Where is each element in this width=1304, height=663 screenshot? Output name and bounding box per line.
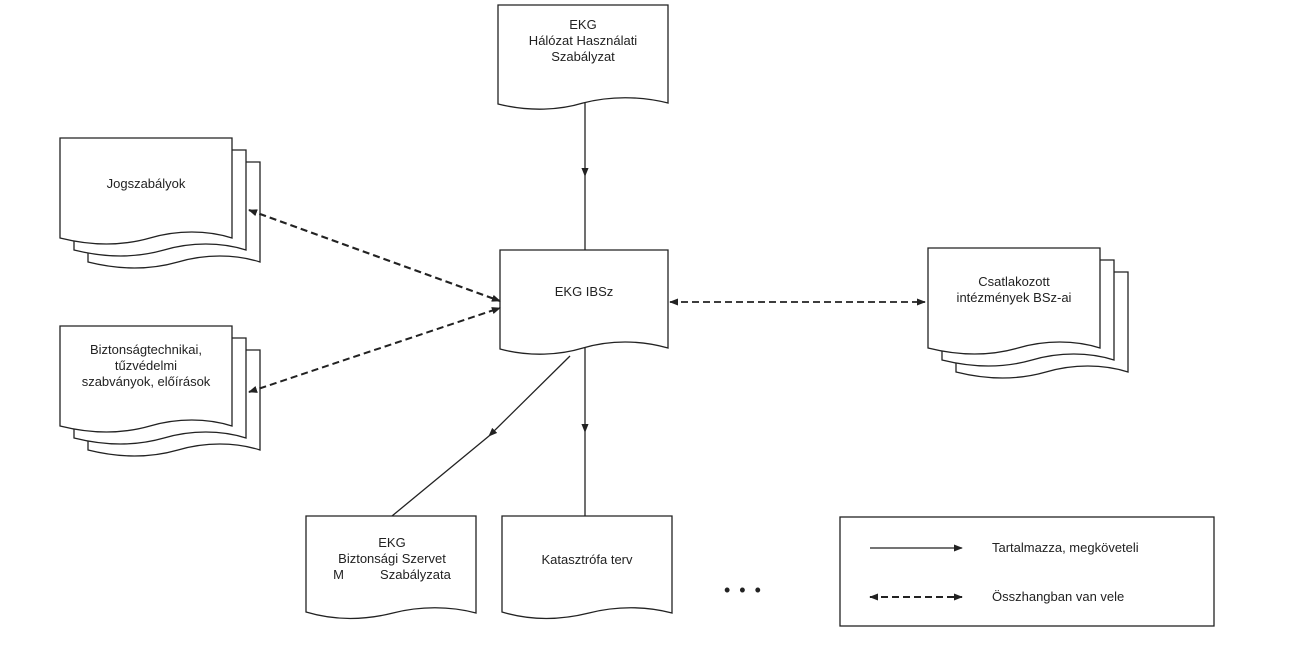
standards-label-line-1: Biztonságtechnikai, xyxy=(89,342,202,357)
connector-ibsz-to-security-tail xyxy=(391,435,490,517)
ekg-network-label-line-1: EKG xyxy=(569,17,597,32)
ekg-network-label-line-3: Szabályzat xyxy=(551,49,615,64)
disaster-plan-label: Katasztrófa terv xyxy=(541,552,632,568)
ekg-security-label-line-2: Biztonsági Szervet xyxy=(338,551,446,566)
ekg-ibsz-label: EKG IBSz xyxy=(555,284,614,300)
laws-label-line-1: Jogszabályok xyxy=(106,176,186,191)
ekg-security-label: EKG Biztonsági Szervet M Szabályzata xyxy=(333,535,451,583)
disaster-plan-doc xyxy=(501,515,673,620)
standards-label: Biztonságtechnikai, tűzvédelmi szabványo… xyxy=(82,342,211,390)
legend-box xyxy=(839,516,1215,627)
standards-doc-stack xyxy=(59,325,261,457)
laws-doc-stack xyxy=(59,137,261,269)
connected-label: Csatlakozott intézmények BSz-ai xyxy=(957,274,1072,306)
ekg-security-doc xyxy=(305,515,477,620)
ekg-network-doc xyxy=(497,4,669,110)
connector-ibsz-to-security xyxy=(488,355,571,437)
ekg-network-label-line-2: Hálózat Használati xyxy=(528,33,638,48)
ekg-ibsz-label-line-1: EKG IBSz xyxy=(554,284,614,299)
ellipsis-more: • • • xyxy=(724,580,763,600)
laws-label: Jogszabályok xyxy=(107,176,186,192)
ekg-ibsz-doc xyxy=(499,249,669,355)
connected-doc-stack xyxy=(927,247,1129,379)
ekg-network-label: EKG Hálózat Használati Szabályzat xyxy=(529,17,637,65)
standards-label-line-3: szabványok, előírások xyxy=(81,374,211,389)
legend-dashed-label: Összhangban van vele xyxy=(992,589,1125,604)
connected-label-line-2: intézmények BSz-ai xyxy=(956,290,1072,305)
ekg-security-label-line-1: EKG xyxy=(378,535,406,550)
legend-solid-label: Tartalmazza, megköveteli xyxy=(992,540,1139,555)
disaster-plan-label-line-1: Katasztrófa terv xyxy=(541,552,633,567)
connected-label-line-1: Csatlakozott xyxy=(978,274,1050,289)
ekg-security-label-line-3: M Szabályzata xyxy=(333,567,451,582)
connector-standards-ibsz xyxy=(248,307,501,393)
connector-laws-ibsz xyxy=(248,208,501,303)
standards-label-line-2: tűzvédelmi xyxy=(114,358,178,373)
